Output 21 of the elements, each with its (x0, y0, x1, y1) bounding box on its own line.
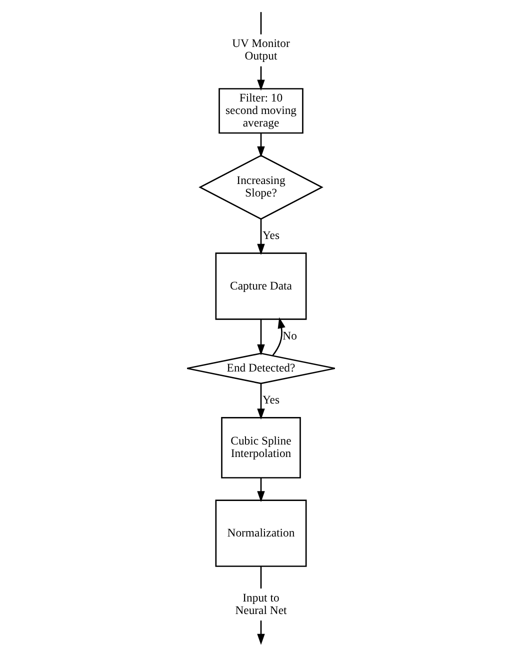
arrow (257, 219, 265, 255)
edge-label: Yes (262, 394, 280, 407)
arrow (257, 133, 265, 158)
node-box: Capture Data (215, 252, 307, 320)
node-text: UV Monitor Output (232, 37, 290, 63)
node-diamond: End Detected? (186, 352, 336, 384)
arrow (272, 317, 286, 356)
node-text: Input to Neural Net (235, 591, 287, 617)
node-box: Cubic Spline Interpolation (221, 416, 301, 478)
edge-label: No (282, 329, 297, 342)
connector (260, 566, 262, 589)
edge-label: Yes (262, 229, 280, 242)
node-box: Filter: 10 second moving average (218, 88, 304, 134)
node-diamond: Increasing Slope? (198, 154, 324, 220)
arrow (257, 620, 265, 645)
connector (260, 12, 262, 34)
arrow (257, 319, 265, 356)
arrow (257, 383, 265, 420)
arrow (257, 478, 265, 502)
arrow (257, 66, 265, 91)
node-box: Normalization (215, 500, 307, 567)
